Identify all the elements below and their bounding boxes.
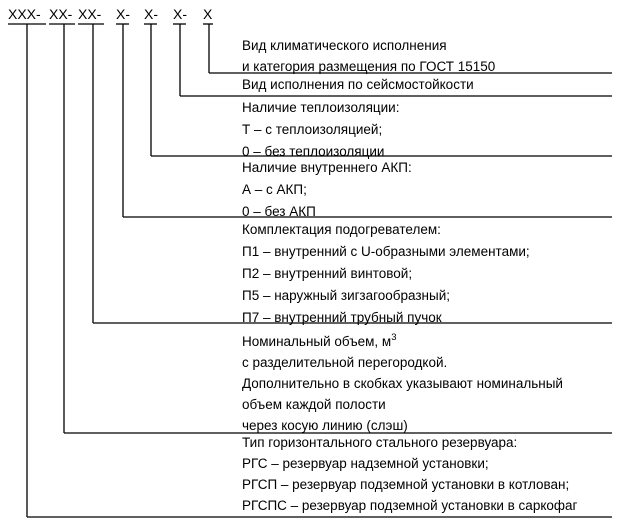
description-line-volume: с разделительной перегородкой. — [242, 355, 447, 370]
code-segment: X- — [173, 6, 187, 22]
description-line-heater: П5 – наружный зигзагообразный; — [242, 288, 450, 303]
description-line-heater: П7 – внутренний трубный пучок — [242, 310, 442, 325]
description-line-tank-type: РГСП – резервуар подземной установки в к… — [242, 477, 569, 492]
code-segment: XX- — [78, 6, 102, 22]
description-line-tank-type: Тип горизонтального стального резервуара… — [242, 435, 517, 450]
description-line-akp: Наличие внутреннего АКП: — [242, 160, 412, 175]
description-line-tank-type: РГС – резервуар надземной установки; — [242, 456, 489, 471]
code-segment: XXX- — [8, 6, 41, 22]
description-line-insulation: 0 – без теплоизоляции — [242, 144, 384, 159]
description-line-climatic: Вид климатического исполнения — [242, 38, 447, 53]
description-line-heater: Комплектация подогревателем: — [242, 222, 441, 237]
code-segment: X — [203, 6, 213, 22]
description-line-heater: П2 – внутренний винтовой; — [242, 266, 412, 281]
code-segment: XX- — [49, 6, 73, 22]
description-line-tank-type: РГСПС – резервуар подземной установки в … — [242, 498, 578, 513]
superscript-unit: 3 — [391, 332, 396, 343]
description-line-akp: А – с АКП; — [242, 182, 307, 197]
description-line-insulation: Наличие теплоизоляции: — [242, 100, 399, 115]
description-line-volume: объем каждой полости — [242, 397, 386, 412]
description-line-heater: П1 – внутренний с U-образными элементами… — [242, 244, 530, 259]
description-line-seismic: Вид исполнения по сейсмостойкости — [242, 77, 474, 92]
description-line-climatic: и категория размещения по ГОСТ 15150 — [242, 59, 495, 74]
description-line-akp: 0 – без АКП — [242, 204, 316, 219]
description-line-insulation: Т – с теплоизоляцией; — [242, 122, 382, 137]
description-line-volume: Дополнительно в скобках указывают номина… — [242, 376, 563, 391]
code-segment: X- — [116, 6, 130, 22]
code-segment: X- — [144, 6, 158, 22]
description-line-volume: Номинальный объем, м3 — [242, 332, 397, 349]
description-line-volume: через косую линию (слэш) — [242, 418, 408, 433]
